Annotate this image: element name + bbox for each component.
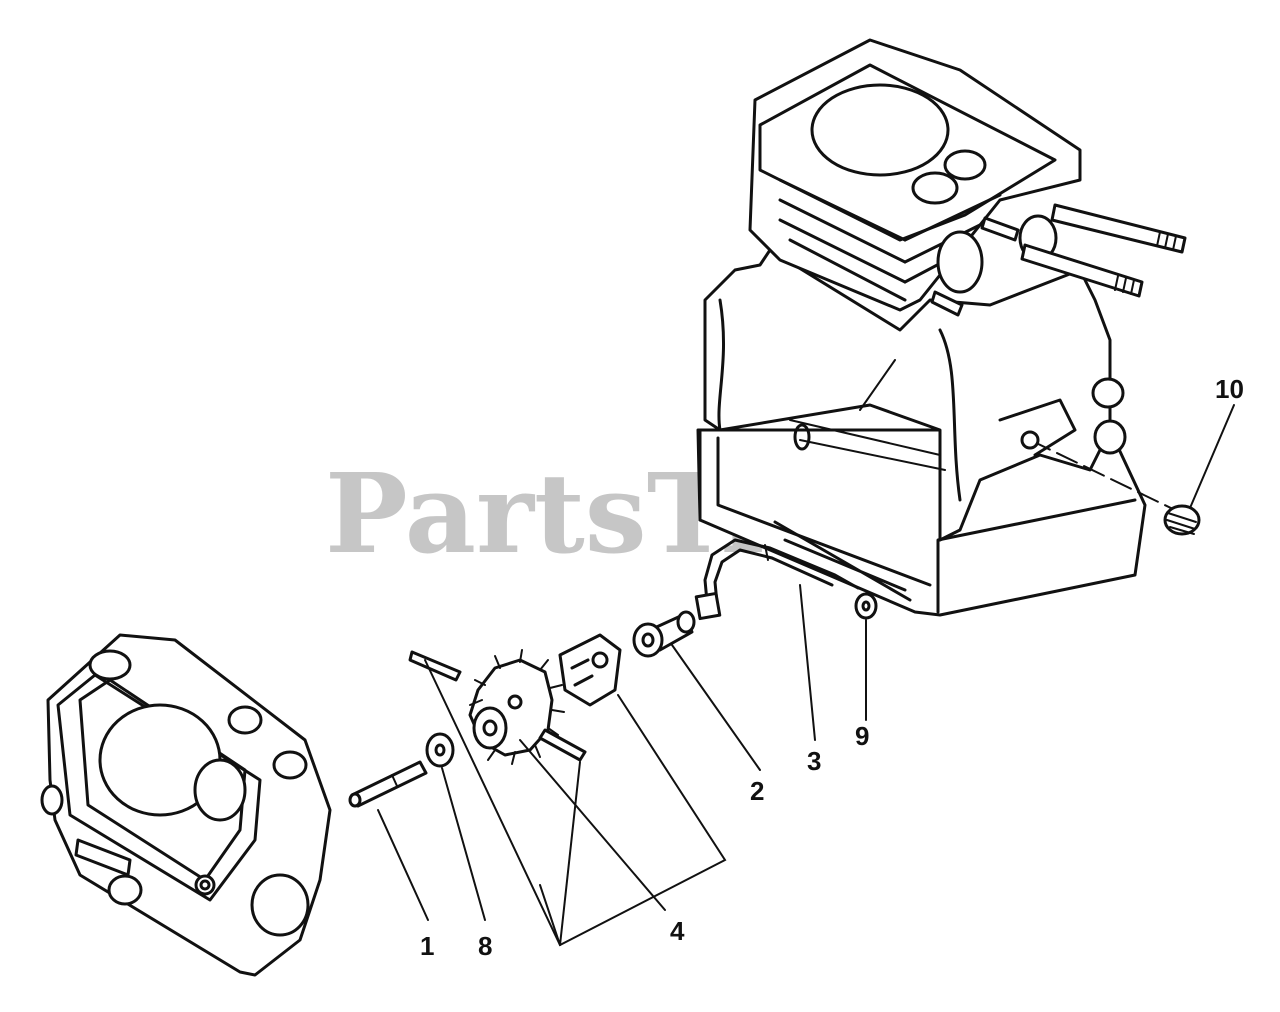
part-1-shaft (348, 760, 428, 808)
callout-10: 10 (1215, 374, 1244, 404)
engine-cover (40, 633, 332, 977)
governor-pins (408, 650, 587, 762)
part-2-bushing (632, 610, 696, 658)
part-4-governor-sleeve (558, 633, 622, 707)
callout-3: 3 (807, 746, 821, 776)
callout-9: 9 (855, 721, 869, 751)
part-9-washer (854, 592, 878, 620)
callout-4: 4 (670, 916, 685, 946)
callout-labels: 1 8 4 2 3 9 10 (420, 374, 1244, 961)
callout-2: 2 (750, 776, 764, 806)
callout-1: 1 (420, 931, 434, 961)
part-3-shaft (694, 538, 860, 621)
governor-gear (468, 649, 565, 765)
part-8-washer (425, 732, 455, 768)
callout-8: 8 (478, 931, 492, 961)
part-10-spring (1163, 504, 1201, 536)
engine-block (696, 38, 1187, 617)
leader-lines (377, 404, 1235, 947)
